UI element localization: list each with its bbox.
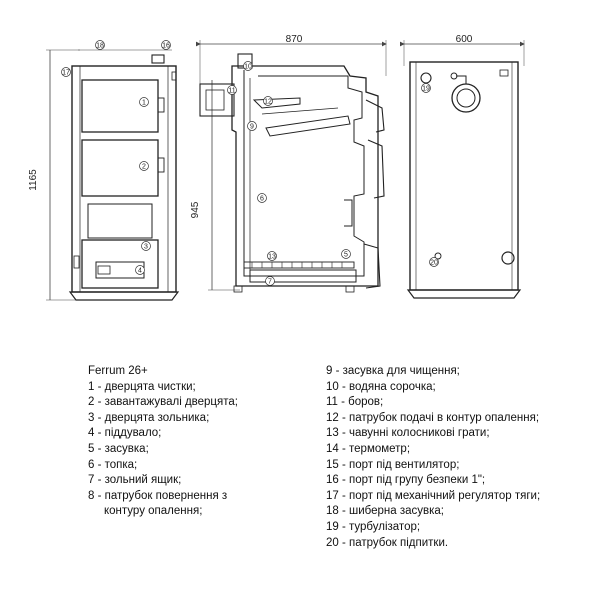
callout-19: 19 [422, 86, 430, 93]
callout-9: 9 [250, 124, 254, 131]
port-icon [420, 72, 432, 84]
side-callouts: 10 12 11 9 6 13 5 7 [227, 61, 351, 286]
legend-item: 2 - завантажувалі дверцята; [88, 396, 238, 409]
callout-7: 7 [268, 279, 272, 286]
side-view: 870 945 [190, 34, 387, 293]
legend-item: 16 - порт під групу безпеки 1"; [326, 474, 486, 487]
back-base [406, 289, 522, 299]
flue-outlet-icon [451, 83, 481, 113]
legend-item: 19 - турбулізатор; [326, 520, 421, 533]
callout-3: 3 [144, 244, 148, 251]
legend-item: 1 - дверцята чистки; [88, 380, 196, 393]
feed-pipe-icon [434, 252, 442, 260]
callout-17: 17 [62, 70, 70, 77]
callout-10: 10 [244, 64, 252, 71]
legend-item: 6 - топка; [88, 458, 138, 471]
callout-1: 1 [142, 100, 146, 107]
back-callouts: 19 20 [421, 83, 439, 267]
legend-item-continuation: контуру опалення; [104, 505, 203, 518]
ash-pit-door [81, 239, 159, 289]
legend-item: 13 - чавунні колосникові грати; [326, 427, 490, 440]
callout-16: 16 [162, 43, 170, 50]
callout-20: 20 [430, 260, 438, 267]
return-pipe-icon [501, 251, 515, 265]
front-base [68, 291, 180, 301]
callout-12: 12 [264, 99, 272, 106]
safety-group-port-icon [151, 54, 165, 64]
callout-4: 4 [138, 268, 142, 275]
back-view: 600 [400, 34, 525, 299]
legend-item: 17 - порт під механічний регулятор тяги; [326, 489, 541, 502]
callout-18: 18 [96, 43, 104, 50]
legend-item: 8 - патрубок повернення з [88, 489, 228, 502]
legend-item: 4 - піддувало; [88, 427, 162, 440]
ash-box [249, 269, 357, 283]
legend-item: 5 - засувка; [88, 442, 149, 455]
callout-13: 13 [268, 254, 276, 261]
legend-item: 10 - водяна сорочка; [326, 380, 436, 393]
callout-6: 6 [260, 196, 264, 203]
side-height-label: 945 [190, 201, 201, 218]
side-shell [231, 65, 379, 287]
front-callouts: 18 16 17 1 2 3 4 [61, 40, 171, 275]
legend-item: 14 - термометр; [326, 442, 411, 455]
legend-item: 9 - засувка для чищення; [326, 365, 460, 377]
cast-iron-grates [243, 261, 355, 269]
front-body-outline [71, 65, 177, 293]
legend-item: 20 - патрубок підпитки. [326, 536, 449, 549]
legend-left: Ferrum 26+ 1 - дверцята чистки; 2 - зава… [88, 364, 238, 520]
legend-item: 18 - шиберна засувка; [326, 505, 445, 518]
callout-11: 11 [228, 88, 235, 95]
legend-title: Ferrum 26+ [88, 365, 148, 377]
front-height-label: 1165 [28, 169, 39, 191]
legend-item: 7 - зольний ящик; [88, 474, 182, 487]
legend-item: 3 - дверцята зольника; [88, 411, 210, 424]
callout-2: 2 [142, 164, 146, 171]
legend-item: 11 - боров; [326, 396, 384, 409]
legend-right: 9 - засувка для чищення; 10 - водяна сор… [326, 364, 540, 551]
legend-item: 12 - патрубок подачі в контур опалення; [326, 411, 540, 424]
callout-5: 5 [344, 252, 348, 259]
side-width-label: 870 [286, 34, 303, 45]
legend-item: 15 - порт під вентилятор; [326, 458, 460, 471]
back-width-label: 600 [456, 34, 473, 45]
front-view: 1165 [28, 49, 180, 301]
